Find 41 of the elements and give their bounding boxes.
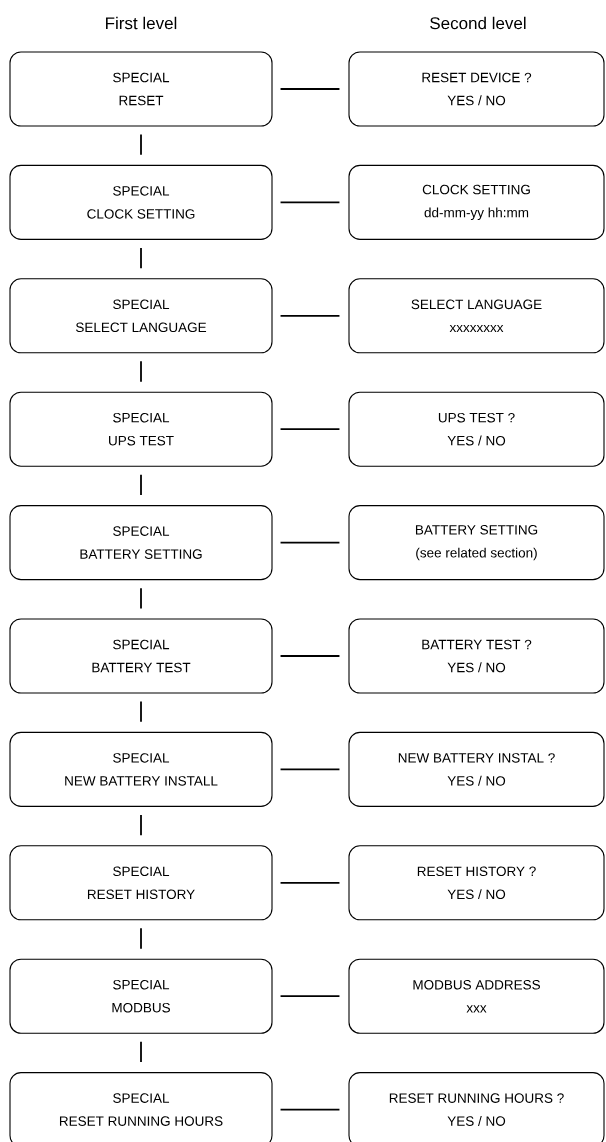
connector-line: [279, 995, 341, 998]
menu-box: SPECIAL NEW BATTERY INSTALL: [9, 731, 273, 807]
column-heading: First level: [106, 16, 177, 30]
menu-box: SPECIAL UPS TEST: [9, 391, 273, 467]
menu-box: RESET DEVICE ? YES / NO: [348, 51, 605, 127]
connector-line: [279, 768, 341, 771]
menu-box: SPECIAL RESET: [9, 51, 273, 127]
connector-line: [279, 428, 341, 431]
connector-line: [140, 1040, 142, 1063]
menu-box: RESET RUNNING HOURS ? YES / NO: [348, 1072, 605, 1142]
connector-line: [279, 1108, 341, 1111]
connector-line: [279, 201, 341, 204]
menu-box: MODBUS ADDRESS xxx: [348, 958, 605, 1034]
menu-box: NEW BATTERY INSTAL ? YES / NO: [348, 731, 605, 807]
menu-box: SPECIAL CLOCK SETTING: [9, 164, 273, 240]
connector-line: [140, 700, 142, 723]
menu-box: SPECIAL BATTERY SETTING: [9, 505, 273, 581]
menu-box: CLOCK SETTING dd-mm-yy hh:mm: [348, 164, 605, 240]
menu-box: RESET HISTORY ? YES / NO: [348, 845, 605, 921]
connector-line: [140, 473, 142, 496]
menu-box: SPECIAL RESET RUNNING HOURS: [9, 1072, 273, 1142]
connector-line: [279, 314, 341, 317]
menu-box: BATTERY TEST ? YES / NO: [348, 618, 605, 694]
menu-box: SPECIAL RESET HISTORY: [9, 845, 273, 921]
menu-box: UPS TEST ? YES / NO: [348, 391, 605, 467]
connector-line: [140, 247, 142, 270]
connector-line: [279, 881, 341, 884]
connector-line: [140, 360, 142, 383]
menu-box: SPECIAL BATTERY TEST: [9, 618, 273, 694]
column-heading: Second level: [430, 16, 526, 30]
connector-line: [279, 655, 341, 657]
menu-box: BATTERY SETTING (see related section): [348, 505, 605, 581]
menu-box: SPECIAL SELECT LANGUAGE: [9, 278, 273, 354]
connector-line: [140, 587, 142, 610]
connector-line: [279, 88, 341, 90]
menu-box: SELECT LANGUAGE xxxxxxxx: [348, 278, 605, 354]
menu-box: SPECIAL MODBUS: [9, 958, 273, 1034]
connector-line: [279, 541, 341, 544]
connector-line: [140, 814, 142, 837]
connector-line: [140, 133, 142, 156]
connector-line: [140, 927, 142, 950]
